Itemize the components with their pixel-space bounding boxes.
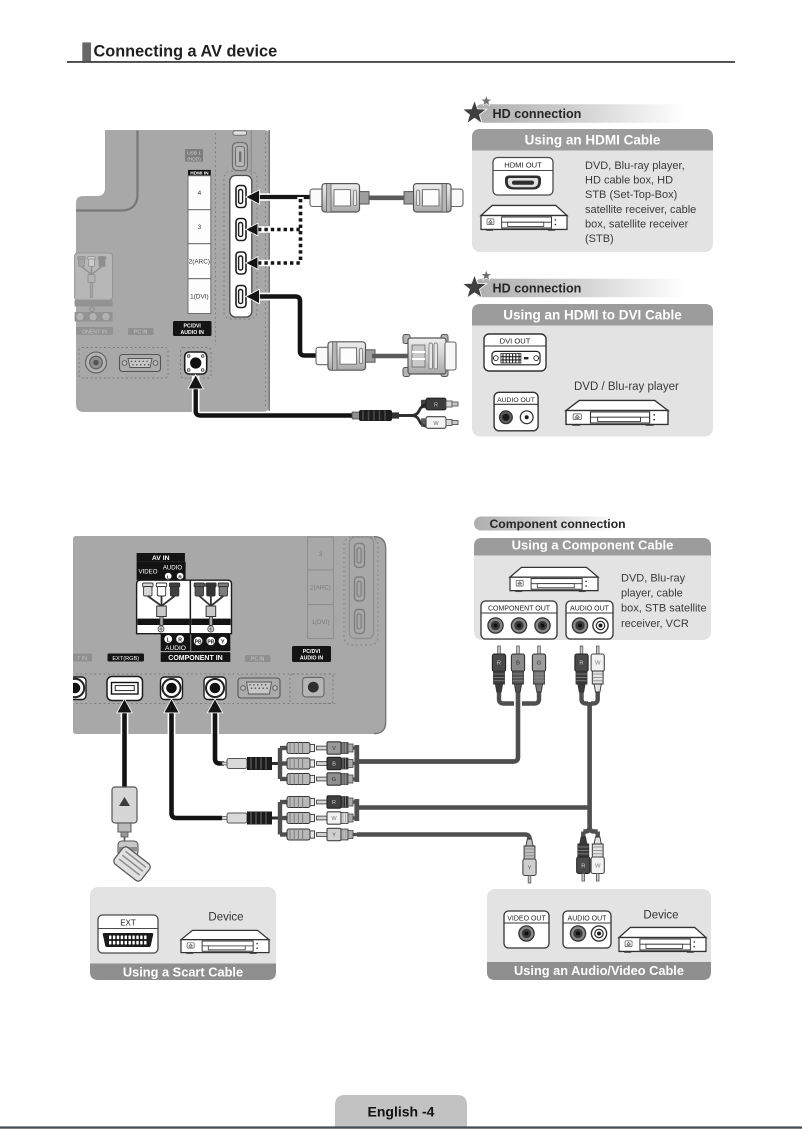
svg-text:3: 3 [198, 224, 202, 231]
svg-text:DVD, Blu-ray player,: DVD, Blu-ray player, [585, 160, 685, 172]
svg-text:Device: Device [643, 910, 678, 922]
svg-text:2(ARC): 2(ARC) [310, 585, 331, 592]
svg-text:receiver, VCR: receiver, VCR [621, 618, 689, 630]
svg-text:HD connection: HD connection [493, 282, 582, 296]
svg-text:Device: Device [208, 912, 243, 924]
svg-text:L: L [167, 637, 171, 643]
svg-text:HDMI IN: HDMI IN [190, 171, 209, 177]
svg-text:USB 1: USB 1 [187, 151, 201, 157]
svg-text:Component connection: Component connection [490, 517, 626, 531]
svg-text:STB (Set-Top-Box): STB (Set-Top-Box) [585, 189, 677, 201]
svg-text:Y: Y [221, 639, 225, 645]
svg-text:G: G [332, 777, 336, 783]
svg-text:R: R [332, 800, 336, 806]
svg-text:PR: PR [207, 639, 214, 645]
svg-text:L: L [167, 574, 170, 580]
svg-text:2(ARC): 2(ARC) [189, 259, 210, 266]
svg-text:PC IN: PC IN [251, 657, 265, 663]
svg-text:PC IN: PC IN [134, 330, 148, 336]
svg-text:AUDIO OUT: AUDIO OUT [497, 397, 535, 404]
svg-text:W: W [331, 816, 337, 822]
svg-text:3: 3 [319, 551, 323, 558]
svg-text:satellite receiver, cable: satellite receiver, cable [585, 204, 696, 216]
svg-text:VIDEO OUT: VIDEO OUT [507, 915, 546, 922]
svg-text:HDMI OUT: HDMI OUT [504, 161, 542, 170]
svg-text:W: W [595, 661, 601, 667]
svg-text:Using an HDMI to DVI Cable: Using an HDMI to DVI Cable [503, 308, 682, 323]
svg-text:COMPONENT OUT: COMPONENT OUT [488, 605, 551, 612]
svg-text:PC/DVI: PC/DVI [184, 324, 202, 330]
svg-text:AUDIO OUT: AUDIO OUT [570, 605, 610, 612]
svg-text:AV IN: AV IN [152, 555, 170, 562]
svg-text:ONENT IN: ONENT IN [82, 329, 107, 335]
svg-text:AUDIO: AUDIO [165, 645, 186, 652]
svg-text:AUDIO IN: AUDIO IN [181, 330, 205, 336]
svg-text:EXT: EXT [120, 919, 136, 928]
svg-text:AUDIO OUT: AUDIO OUT [568, 915, 608, 922]
svg-text:Using an HDMI Cable: Using an HDMI Cable [525, 133, 661, 148]
svg-text:AUDIO: AUDIO [163, 565, 183, 572]
svg-text:1(DVI): 1(DVI) [190, 294, 208, 301]
svg-text:player, cable: player, cable [621, 588, 683, 600]
svg-text:VIDEO: VIDEO [139, 569, 158, 576]
svg-text:DVI OUT: DVI OUT [500, 337, 531, 346]
svg-text:W: W [433, 421, 439, 427]
svg-text:(HDD): (HDD) [187, 156, 201, 162]
svg-text:4: 4 [198, 190, 202, 197]
svg-text:R: R [434, 402, 438, 408]
svg-text:HD connection: HD connection [493, 107, 582, 121]
svg-text:B: B [516, 661, 520, 667]
svg-text:1(DVI): 1(DVI) [312, 619, 330, 626]
svg-text:V: V [332, 746, 336, 752]
svg-text:COMPONENT IN: COMPONENT IN [168, 655, 222, 662]
svg-text:Connecting a AV device: Connecting a AV device [94, 43, 278, 61]
svg-text:T IN: T IN [77, 656, 87, 662]
svg-text:R: R [178, 574, 182, 580]
svg-text:R: R [581, 864, 585, 870]
svg-text:Y: Y [332, 833, 336, 839]
svg-text:Using a Component Cable: Using a Component Cable [512, 538, 674, 553]
svg-text:EXT(RGB): EXT(RGB) [112, 656, 139, 662]
svg-text:DVD, Blu-ray: DVD, Blu-ray [621, 573, 686, 585]
svg-text:W: W [595, 864, 601, 870]
svg-text:PB: PB [195, 639, 202, 645]
svg-text:R: R [178, 637, 182, 643]
svg-text:Using an Audio/Video Cable: Using an Audio/Video Cable [514, 963, 684, 978]
svg-text:box, satellite receiver: box, satellite receiver [585, 218, 689, 230]
svg-text:DVD / Blu-ray player: DVD / Blu-ray player [574, 381, 679, 393]
svg-text:Y: Y [528, 866, 532, 872]
svg-text:box, STB satellite: box, STB satellite [621, 603, 707, 615]
svg-text:R: R [579, 661, 583, 667]
svg-text:G: G [537, 661, 542, 667]
svg-text:English -4: English -4 [368, 1104, 435, 1120]
svg-text:PC/DVI: PC/DVI [303, 649, 321, 655]
svg-text:AUDIO IN: AUDIO IN [300, 656, 324, 662]
svg-text:R: R [497, 661, 501, 667]
svg-text:HD cable box, HD: HD cable box, HD [585, 175, 673, 187]
svg-text:B: B [332, 762, 336, 768]
svg-text:Using a Scart Cable: Using a Scart Cable [123, 965, 243, 980]
svg-text:(STB): (STB) [585, 233, 614, 245]
